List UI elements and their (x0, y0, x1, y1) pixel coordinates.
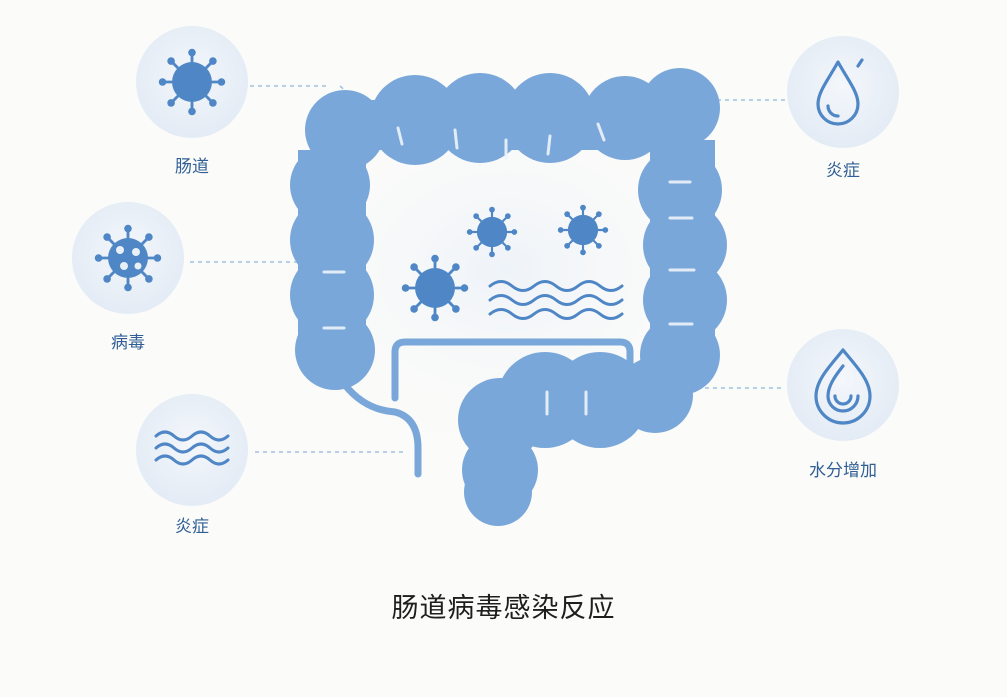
intestine-badge (136, 26, 248, 138)
inner-waves-icon (488, 280, 624, 320)
label-inflammation-right: 炎症 (826, 161, 860, 181)
label-intestine: 肠道 (175, 157, 209, 177)
water-drop-icon (816, 58, 864, 126)
intestine-illustration (290, 68, 727, 526)
virus-badge (72, 202, 184, 314)
virus-icon (93, 223, 163, 293)
connector-lines (190, 85, 785, 453)
label-water-increase: 水分增加 (809, 461, 877, 481)
diagram-title: 肠道病毒感染反应 (391, 593, 616, 624)
water-swirl-icon (814, 348, 872, 425)
inflammation-badge-left (136, 394, 248, 506)
inner-virus-icon (465, 205, 519, 259)
water-increase-badge (787, 329, 899, 441)
virus-icon (157, 47, 227, 117)
inner-virus-icon (556, 203, 610, 257)
label-inflammation-left: 炎症 (175, 517, 209, 537)
inflammation-badge-right (787, 36, 899, 148)
label-virus: 病毒 (111, 333, 145, 353)
inner-virus-icon (400, 253, 470, 323)
